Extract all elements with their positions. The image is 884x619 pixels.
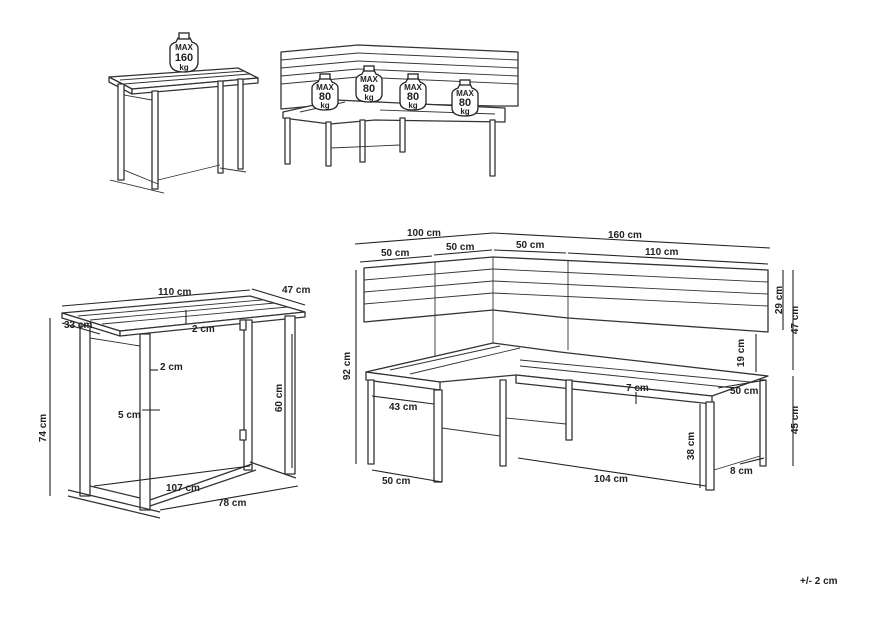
dim-table-height: 74 cm: [38, 414, 49, 442]
dim-base-length: 107 cm: [166, 483, 200, 494]
dim-leg-offset: 2 cm: [160, 362, 183, 373]
dim-base-left: 50 cm: [382, 476, 410, 487]
weight-icon-bench-2: MAX 80 kg: [355, 65, 383, 103]
dim-gap: 19 cm: [736, 339, 747, 367]
weight-unit: kg: [408, 101, 417, 110]
dim-bench-height: 92 cm: [342, 352, 353, 380]
dim-under-height: 38 cm: [686, 432, 697, 460]
weight-value: 160: [175, 52, 193, 64]
dim-seat-thickness: 7 cm: [626, 383, 649, 394]
weight-label-max: MAX: [404, 83, 422, 92]
dim-back-total: 47 cm: [790, 306, 801, 334]
large-bench-drawing: [363, 256, 769, 491]
weight-value: 80: [407, 91, 419, 103]
weight-label-max: MAX: [360, 75, 378, 84]
dim-top-thickness: 2 cm: [192, 324, 215, 335]
dim-seat-depth-right: 50 cm: [730, 386, 758, 397]
large-table-drawing: [61, 295, 306, 519]
dim-leg-width: 5 cm: [118, 410, 141, 421]
weight-unit: kg: [364, 93, 373, 102]
weight-label-max: MAX: [456, 89, 474, 98]
weight-unit: kg: [320, 101, 329, 110]
dim-bench-seg-b: 50 cm: [446, 242, 474, 253]
table-dimension-labels: 110 cm 47 cm 33 cm 2 cm 2 cm 5 cm 74 cm …: [38, 285, 310, 509]
tolerance-note: +/- 2 cm: [800, 576, 838, 587]
dim-back-height: 29 cm: [774, 286, 785, 314]
dim-base-right: 104 cm: [594, 474, 628, 485]
dim-table-length: 110 cm: [158, 287, 191, 298]
dim-inner-height: 60 cm: [274, 384, 285, 412]
weight-value: 80: [363, 83, 375, 95]
weight-icon-bench-3: MAX 80 kg: [399, 73, 427, 111]
dim-bench-total-short: 100 cm: [407, 228, 441, 239]
dim-table-edge: 33 cm: [64, 320, 92, 331]
small-bench-drawing: [280, 44, 519, 177]
dim-bench-total-long: 160 cm: [608, 230, 642, 241]
weight-unit: kg: [460, 107, 469, 116]
dim-bench-seg-a: 50 cm: [381, 248, 409, 259]
dim-bench-seg-c: 50 cm: [516, 240, 544, 251]
weight-label-max: MAX: [175, 43, 193, 52]
dim-seat-height: 45 cm: [790, 406, 801, 434]
dim-bench-seg-d: 110 cm: [645, 247, 678, 258]
weight-label-max: MAX: [316, 83, 334, 92]
weight-icon-bench-1: MAX 80 kg: [311, 73, 339, 111]
dim-base-depth: 78 cm: [218, 498, 246, 509]
weight-icon-bench-4: MAX 80 kg: [451, 79, 479, 117]
weight-value: 80: [459, 97, 471, 109]
dim-table-depth: 47 cm: [282, 285, 310, 296]
weight-icon-table: MAX 160 kg: [169, 32, 199, 73]
weight-value: 80: [319, 91, 331, 103]
dim-seat-depth-left: 43 cm: [389, 402, 417, 413]
weight-unit: kg: [179, 63, 188, 72]
dimension-lines: [49, 232, 794, 511]
dim-foot: 8 cm: [730, 466, 753, 477]
bench-dimension-labels: 100 cm 160 cm 50 cm 50 cm 50 cm 110 cm 9…: [342, 228, 801, 487]
small-table-drawing: [108, 67, 259, 194]
